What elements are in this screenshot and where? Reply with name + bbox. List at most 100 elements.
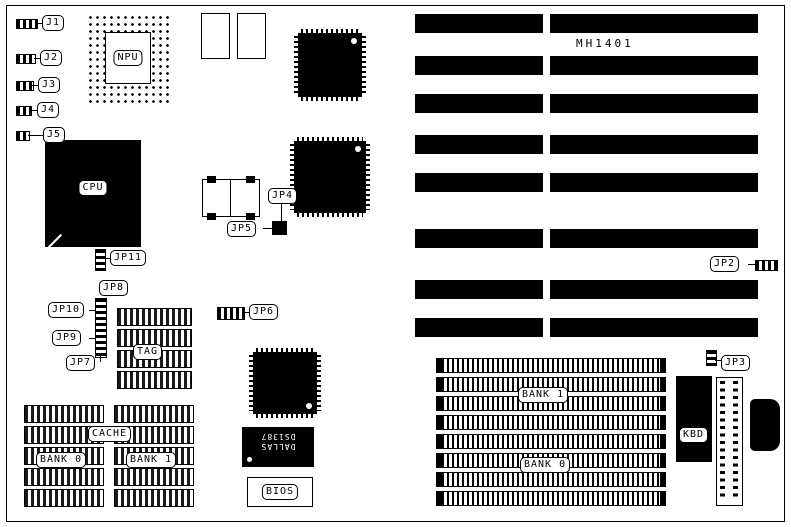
jp3-jumper xyxy=(706,350,717,366)
isa-slot xyxy=(415,229,758,248)
jp2-jumper xyxy=(755,260,778,271)
j3-connector xyxy=(16,81,34,91)
jp5-leader-line xyxy=(263,228,272,229)
npu-label: NPU xyxy=(113,50,143,66)
jumper-block-jp7-jp10 xyxy=(95,298,107,358)
jp9-leader-line xyxy=(89,338,95,339)
cpu-chip: CPU xyxy=(45,140,141,249)
diagram-border xyxy=(6,5,785,522)
jp2-leader-line xyxy=(748,264,755,265)
cache-chip xyxy=(114,489,194,507)
j5-connector xyxy=(16,131,30,141)
cache-chip xyxy=(24,489,104,507)
component-divider xyxy=(230,180,231,216)
component-block xyxy=(202,176,260,220)
j5-label: J5 xyxy=(43,127,66,143)
chipset-qfp xyxy=(290,137,370,217)
j4-leader-line xyxy=(30,110,37,111)
simm-socket xyxy=(436,415,666,430)
jp9-label: JP9 xyxy=(52,330,82,346)
jp4-leader-line xyxy=(281,204,282,221)
keyboard-din-port xyxy=(750,399,780,451)
cache-chip xyxy=(114,405,194,423)
pin1-dot xyxy=(306,403,312,409)
simm-socket xyxy=(436,434,666,449)
jp2-label: JP2 xyxy=(710,256,740,272)
component-pad xyxy=(207,176,216,183)
j4-connector xyxy=(16,106,32,116)
jp10-leader-line xyxy=(89,310,95,311)
slot-key-notch xyxy=(543,280,550,299)
isa-slot xyxy=(415,56,758,75)
cpu-label: CPU xyxy=(78,180,108,197)
slot-key-notch xyxy=(543,56,550,75)
jp11-jumper xyxy=(95,249,106,271)
tag-label: TAG xyxy=(133,344,163,360)
simm-socket xyxy=(436,491,666,506)
jp6-jumper xyxy=(217,307,245,320)
j3-leader-line xyxy=(32,85,38,86)
component-pad xyxy=(246,213,255,220)
slot-key-notch xyxy=(543,135,550,154)
slot-key-notch xyxy=(543,14,550,33)
jp6-label: JP6 xyxy=(249,304,279,320)
isa-slot xyxy=(415,173,758,192)
component-pad xyxy=(246,176,255,183)
isa-slot xyxy=(415,94,758,113)
isa-slot xyxy=(415,318,758,337)
board-model-label: MH1401 xyxy=(576,37,634,50)
jp3-label: JP3 xyxy=(721,355,751,371)
jp10-label: JP10 xyxy=(48,302,85,318)
bios-chip: BIOS xyxy=(247,477,313,507)
simm-socket xyxy=(436,358,666,373)
slot-key-notch xyxy=(543,94,550,113)
slot-key-notch xyxy=(543,318,550,337)
bios-label: BIOS xyxy=(261,484,299,500)
bank0-right-label: BANK 0 xyxy=(520,457,571,473)
dallas-rtc-text: DALLAS DS1387 xyxy=(242,431,314,451)
jp7-leader-line xyxy=(100,356,101,362)
dallas-rtc-chip: DALLAS DS1387 xyxy=(242,427,314,467)
j1-leader-line xyxy=(36,23,42,24)
oscillator xyxy=(201,13,230,59)
pin1-dot xyxy=(247,457,252,462)
npu-socket: NPU xyxy=(85,12,171,104)
bank1-right-label: BANK 1 xyxy=(518,387,569,403)
jp3-leader-line xyxy=(715,360,721,361)
jp11-leader-line xyxy=(104,258,110,259)
component-pad xyxy=(207,213,216,220)
kbd-label: KBD xyxy=(679,427,709,443)
jp7-label: JP7 xyxy=(66,355,96,371)
pin1-dot xyxy=(355,146,361,152)
cache-chip xyxy=(24,468,104,486)
cache-chip xyxy=(114,468,194,486)
jp11-label: JP11 xyxy=(110,250,147,266)
j3-label: J3 xyxy=(38,77,61,93)
pin1-dot xyxy=(351,38,357,44)
tag-ram-chip xyxy=(117,371,192,389)
chipset-qfp xyxy=(249,348,321,418)
oscillator xyxy=(237,13,266,59)
slot-key-notch xyxy=(543,229,550,248)
isa-slot xyxy=(415,14,758,33)
isa-slot xyxy=(415,280,758,299)
dallas-rtc-line1: DALLAS xyxy=(260,442,296,451)
j2-label: J2 xyxy=(40,50,63,66)
j2-leader-line xyxy=(34,58,40,59)
dallas-rtc-line2: DS1387 xyxy=(260,432,296,441)
cache-chip xyxy=(24,405,104,423)
jp5-label: JP5 xyxy=(227,221,257,237)
cpu-corner-notch xyxy=(47,233,63,249)
j4-label: J4 xyxy=(37,102,60,118)
bank1-left-label: BANK 1 xyxy=(126,452,177,468)
jp8-label: JP8 xyxy=(99,280,129,296)
j2-connector xyxy=(16,54,36,64)
simm-socket xyxy=(436,472,666,487)
jp4-jp5-jumper xyxy=(272,221,287,235)
cache-label: CACHE xyxy=(88,426,132,442)
bank0-left-label: BANK 0 xyxy=(36,452,87,468)
keyboard-controller-chip xyxy=(676,376,712,462)
jp4-label: JP4 xyxy=(268,188,298,204)
chipset-qfp xyxy=(294,29,366,101)
j5-leader-line xyxy=(28,135,43,136)
